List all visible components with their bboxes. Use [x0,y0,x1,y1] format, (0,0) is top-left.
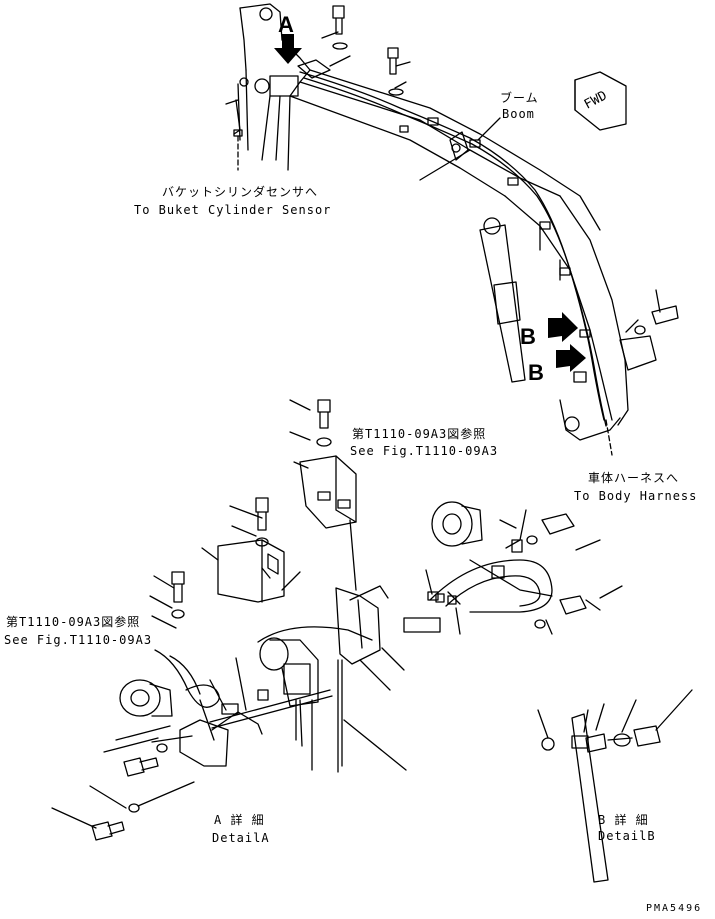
boom-label-en: Boom [502,107,535,121]
detail-a-assembly [51,399,623,841]
body-harness-label-en: To Body Harness [574,489,698,503]
see-fig-left-jp: 第T1110-09A3図参照 [6,615,141,629]
body-harness-label-jp: 車体ハーネスへ [588,471,680,485]
bucket-sensor-label-en: To Buket Cylinder Sensor [134,203,332,217]
boom-label-jp: ブーム [500,91,539,105]
bucket-sensor-label-jp: バケットシリンダセンサへ [162,185,319,199]
callout-letter-a: A [278,12,294,37]
see-fig-right-en: See Fig.T1110-09A3 [350,444,499,458]
arrow-b2-icon [556,344,586,372]
see-fig-right-jp: 第T1110-09A3図参照 [352,427,487,441]
arrow-a-icon [274,34,302,64]
boom-assembly [225,3,679,456]
detail-a-label-jp: A 詳 細 [214,813,265,827]
callout-letter-b-upper: B [520,324,536,349]
arrow-b1-icon [548,312,578,342]
detail-b-label-jp: B 詳 細 [598,813,649,827]
callout-arrows [274,34,586,372]
see-fig-left-en: See Fig.T1110-09A3 [4,633,153,647]
detail-b-assembly [537,689,693,883]
drawing-code: PMA5496 [646,903,703,914]
detail-a-label-en: DetailA [212,831,270,845]
callout-letter-b-lower: B [528,360,544,385]
detail-b-label-en: DetailB [598,829,656,843]
